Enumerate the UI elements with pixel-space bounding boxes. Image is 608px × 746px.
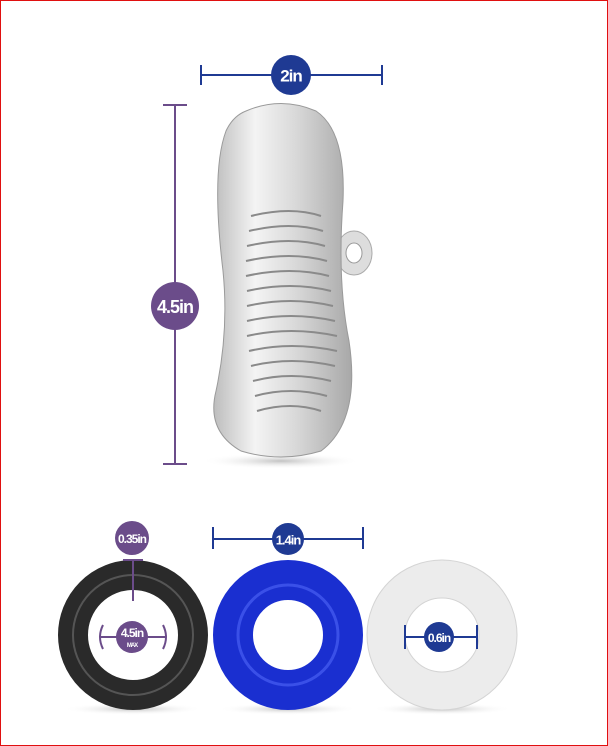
height-label: 4.5in [157,297,193,317]
height-badge [151,282,199,330]
thickness-label: 0.35in [118,532,147,546]
stretch-label: 4.5in [121,626,144,640]
thickness-badge [115,521,149,555]
outer-width-badge [272,523,304,555]
outer-width-label: 1.4in [276,533,302,548]
stretch-badge [116,621,148,653]
width-label: 2in [280,67,302,86]
inner-diameter-badge [424,622,454,652]
ring-blue [213,560,363,715]
stretch-note: MAX [127,643,138,649]
width-badge [271,55,311,95]
product-sleeve [201,103,373,469]
inner-diameter-label: 0.6in [428,631,451,645]
